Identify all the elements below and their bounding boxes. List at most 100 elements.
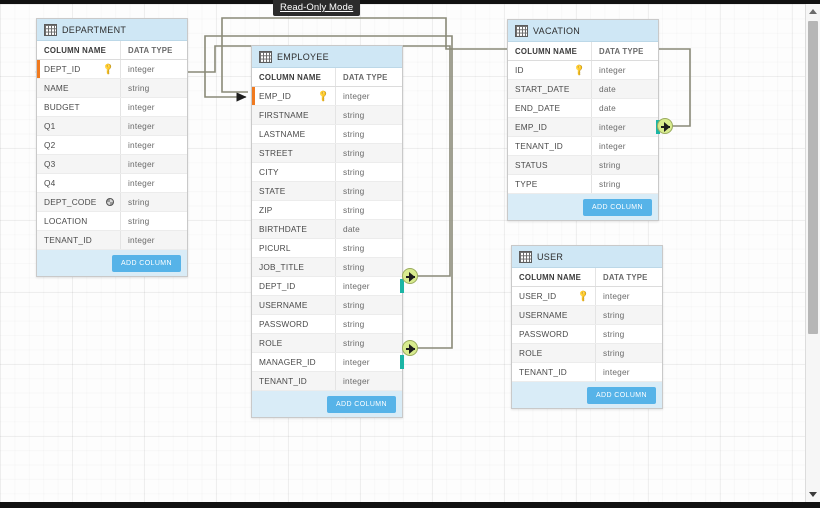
add-column-button[interactable]: ADD COLUMN [586, 386, 656, 404]
column-type: integer [128, 64, 155, 74]
table-row[interactable]: EMP_ID 🔑 integer [252, 87, 402, 106]
column-type: integer [343, 357, 370, 367]
table-footer: ADD COLUMN [508, 194, 658, 220]
table-row[interactable]: TENANT_ID integer [252, 372, 402, 391]
column-name: LASTNAME [259, 129, 306, 139]
column-type: integer [343, 281, 370, 291]
column-type: string [343, 129, 365, 139]
column-name: ROLE [259, 338, 283, 348]
column-name: ZIP [259, 205, 273, 215]
vertical-scrollbar-thumb[interactable] [808, 21, 818, 334]
header-column-name: COLUMN NAME [252, 68, 336, 86]
table-row[interactable]: Q1 integer [37, 117, 187, 136]
column-name: BIRTHDATE [259, 224, 308, 234]
column-name: Q1 [44, 121, 56, 131]
column-name: STATUS [515, 160, 548, 170]
column-name: ID [515, 65, 524, 75]
column-header-row: COLUMN NAME DATA TYPE [512, 268, 662, 287]
table-row[interactable]: ID 🔑 integer [508, 61, 658, 80]
column-name: TENANT_ID [44, 235, 92, 245]
table-row[interactable]: STATE string [252, 182, 402, 201]
column-type: integer [128, 178, 155, 188]
table-row[interactable]: TYPE string [508, 175, 658, 194]
table-row[interactable]: PASSWORD string [252, 315, 402, 334]
table-row[interactable]: FIRSTNAME string [252, 106, 402, 125]
column-name: TENANT_ID [515, 141, 563, 151]
table-row[interactable]: DEPT_ID integer [252, 277, 404, 296]
table-row[interactable]: ROLE string [252, 334, 402, 353]
table-row[interactable]: ZIP string [252, 201, 402, 220]
entity-table-user[interactable]: USER COLUMN NAME DATA TYPE USER_ID 🔑 int… [511, 245, 663, 409]
column-type: integer [599, 122, 626, 132]
table-row[interactable]: PASSWORD string [512, 325, 662, 344]
table-row[interactable]: USERNAME string [512, 306, 662, 325]
table-row[interactable]: Q2 integer [37, 136, 187, 155]
vertical-scrollbar[interactable] [805, 4, 820, 502]
table-row[interactable]: DEPT_CODE string [37, 193, 187, 212]
column-name: MANAGER_ID [259, 357, 316, 367]
table-row[interactable]: Q4 integer [37, 174, 187, 193]
table-row[interactable]: LASTNAME string [252, 125, 402, 144]
table-row[interactable]: PICURL string [252, 239, 402, 258]
column-type: integer [343, 376, 370, 386]
column-name: BUDGET [44, 102, 80, 112]
column-header-row: COLUMN NAME DATA TYPE [37, 41, 187, 60]
header-column-name: COLUMN NAME [512, 268, 596, 286]
column-name: DEPT_CODE [44, 197, 97, 207]
column-type: integer [603, 291, 630, 301]
scroll-up-arrow-icon[interactable] [809, 9, 817, 14]
column-header-row: COLUMN NAME DATA TYPE [508, 42, 658, 61]
table-row[interactable]: STREET string [252, 144, 402, 163]
entity-table-vacation[interactable]: VACATION COLUMN NAME DATA TYPE ID 🔑 inte… [507, 19, 660, 221]
table-row[interactable]: CITY string [252, 163, 402, 182]
column-type: string [603, 348, 625, 358]
diagram-canvas[interactable]: DEPARTMENT COLUMN NAME DATA TYPE DEPT_ID… [0, 4, 806, 502]
table-row[interactable]: NAME string [37, 79, 187, 98]
header-data-type: DATA TYPE [343, 72, 388, 82]
table-icon [515, 24, 528, 37]
table-row[interactable]: JOB_TITLE string [252, 258, 402, 277]
table-row[interactable]: BIRTHDATE date [252, 220, 402, 239]
column-type: string [343, 205, 365, 215]
column-type: string [599, 160, 621, 170]
scroll-down-arrow-icon[interactable] [809, 492, 817, 497]
table-row[interactable]: STATUS string [508, 156, 658, 175]
table-row[interactable]: TENANT_ID integer [512, 363, 662, 382]
relationship-endpoint-employee-dept-id[interactable] [402, 268, 418, 284]
table-row[interactable]: EMP_ID integer [508, 118, 660, 137]
column-name: DEPT_ID [44, 64, 81, 74]
column-name: CITY [259, 167, 279, 177]
add-column-button[interactable]: ADD COLUMN [582, 198, 652, 216]
table-row[interactable]: TENANT_ID integer [37, 231, 187, 250]
relationship-endpoint-vacation-emp-id[interactable] [657, 118, 673, 134]
table-row[interactable]: END_DATE date [508, 99, 658, 118]
entity-table-employee[interactable]: EMPLOYEE COLUMN NAME DATA TYPE EMP_ID 🔑 … [251, 45, 404, 418]
column-type: integer [603, 367, 630, 377]
relationship-endpoint-employee-manager-id[interactable] [402, 340, 418, 356]
table-row[interactable]: USER_ID 🔑 integer [512, 287, 662, 306]
table-title-vacation: VACATION [508, 20, 658, 42]
column-type: integer [128, 159, 155, 169]
column-name: ROLE [519, 348, 543, 358]
header-column-name: COLUMN NAME [37, 41, 121, 59]
table-row[interactable]: LOCATION string [37, 212, 187, 231]
window-top-border [0, 0, 820, 4]
column-name: EMP_ID [259, 91, 292, 101]
add-column-button[interactable]: ADD COLUMN [111, 254, 181, 272]
table-row[interactable]: START_DATE date [508, 80, 658, 99]
table-row[interactable]: ROLE string [512, 344, 662, 363]
entity-table-department[interactable]: DEPARTMENT COLUMN NAME DATA TYPE DEPT_ID… [36, 18, 188, 277]
table-row[interactable]: TENANT_ID integer [508, 137, 658, 156]
table-row[interactable]: BUDGET integer [37, 98, 187, 117]
table-footer: ADD COLUMN [512, 382, 662, 408]
column-name: PICURL [259, 243, 291, 253]
column-type: string [343, 319, 365, 329]
table-row[interactable]: MANAGER_ID integer [252, 353, 404, 372]
column-name: PASSWORD [259, 319, 309, 329]
add-column-button[interactable]: ADD COLUMN [326, 395, 396, 413]
foreign-key-anchor[interactable] [400, 355, 404, 369]
primary-key-marker [37, 60, 40, 78]
table-row[interactable]: USERNAME string [252, 296, 402, 315]
table-row[interactable]: Q3 integer [37, 155, 187, 174]
table-row[interactable]: DEPT_ID 🔑 integer [37, 60, 187, 79]
